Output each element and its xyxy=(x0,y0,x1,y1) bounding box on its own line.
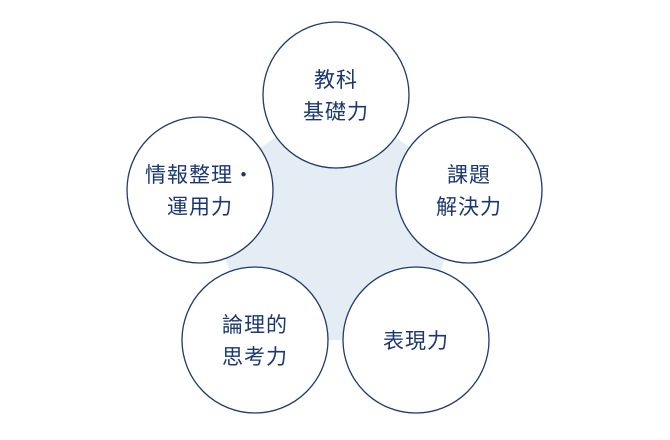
node-circle-joho xyxy=(126,116,274,264)
node-label-ronri-line-2: 思考力 xyxy=(222,345,288,369)
node-label-joho-line-1: 情報整理・ xyxy=(145,163,255,187)
node-label-kyoka-line-2: 基礎力 xyxy=(303,100,369,124)
node-circle-kyoka xyxy=(262,21,410,169)
node-label-hyogen-line-1: 表現力 xyxy=(383,329,449,353)
node-label-ronri-line-1: 論理的 xyxy=(222,313,288,337)
node-circle-kadai xyxy=(395,116,543,264)
node-label-joho-line-2: 運用力 xyxy=(167,195,233,219)
node-hyogen: 表現力 xyxy=(342,266,490,414)
node-circle-ronri xyxy=(181,266,329,414)
node-label-kadai-line-1: 課題 xyxy=(447,163,491,187)
node-label-kadai-line-2: 解決力 xyxy=(436,195,502,219)
node-joho: 情報整理・運用力 xyxy=(126,116,274,264)
node-circle-hyogen xyxy=(342,266,490,414)
node-label-kyoka-line-1: 教科 xyxy=(314,68,358,92)
